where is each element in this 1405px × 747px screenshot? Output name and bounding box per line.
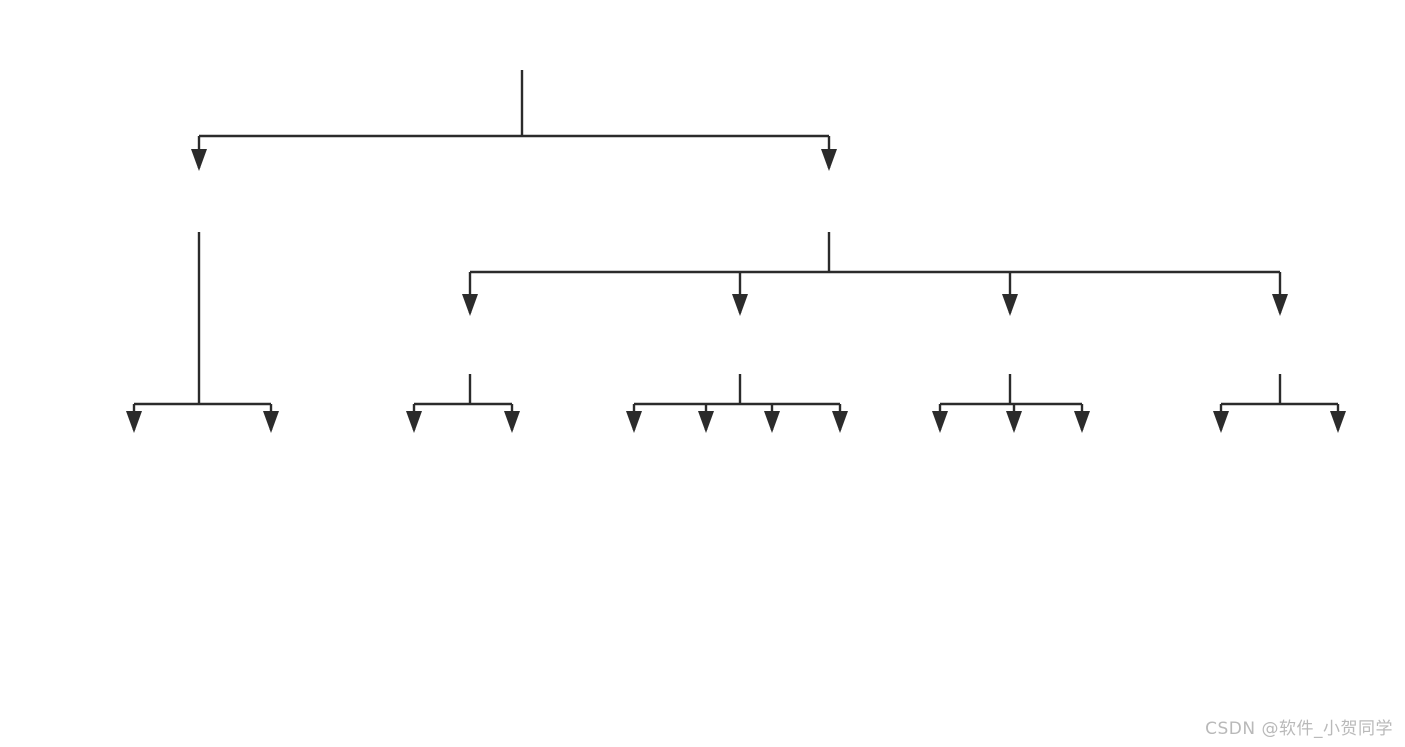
edge-arrowhead [732,294,748,316]
edge-arrowhead [406,411,422,433]
edge-arrowhead [1006,411,1022,433]
edge-arrowhead [832,411,848,433]
edge-arrowhead [1330,411,1346,433]
edge-arrowhead [932,411,948,433]
edge-arrowhead [698,411,714,433]
edge-arrowhead [1213,411,1229,433]
edge-arrowhead [263,411,279,433]
edge-arrowhead [821,149,837,171]
edge-arrowhead [1272,294,1288,316]
edge-arrowhead [626,411,642,433]
edge-arrowhead [126,411,142,433]
edge-arrowhead [191,149,207,171]
edge-arrowhead [504,411,520,433]
edge-arrowhead [462,294,478,316]
edge-arrowhead [1074,411,1090,433]
edge-arrowhead [1002,294,1018,316]
edge-arrowhead [764,411,780,433]
edges-layer [126,70,1346,433]
